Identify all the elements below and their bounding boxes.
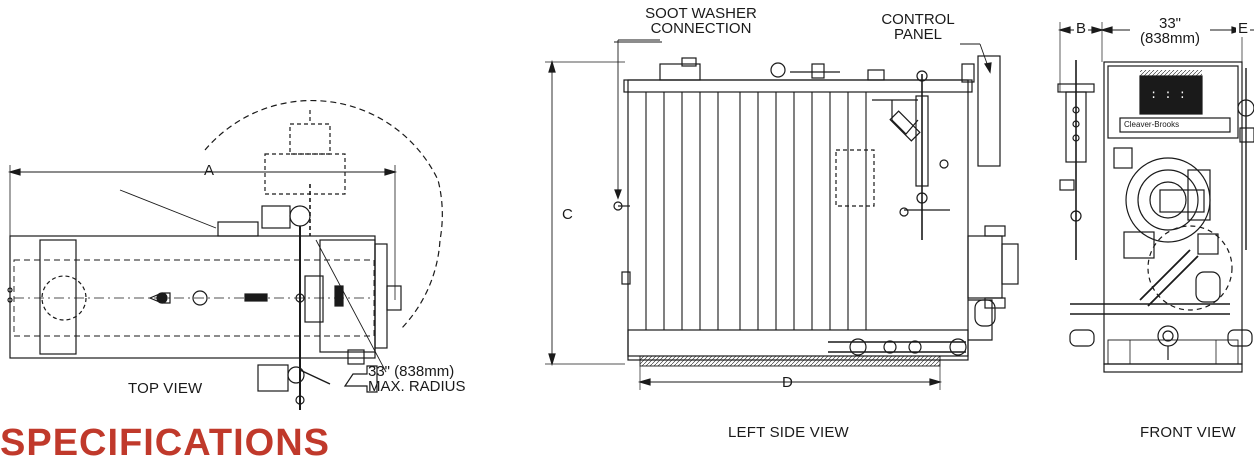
- max-radius-callout: 33" (838mm) MAX. RADIUS: [368, 364, 466, 394]
- control-display: [1139, 75, 1203, 115]
- front-view-label: FRONT VIEW: [1140, 424, 1236, 441]
- max-radius-arc: [204, 99, 443, 331]
- front-view-drawing: [1057, 22, 1254, 373]
- width-inches: 33": [1158, 15, 1181, 32]
- control-panel-callout: CONTROL PANEL: [878, 12, 958, 42]
- soot-washer-line1: SOOT WASHER: [645, 5, 757, 22]
- top-view-label: TOP VIEW: [128, 380, 203, 397]
- control-panel-line1: CONTROL: [881, 11, 955, 28]
- dimension-c-label: C: [562, 206, 573, 223]
- soot-washer-callout: SOOT WASHER CONNECTION: [636, 6, 766, 36]
- specifications-heading: SPECIFICATIONS: [0, 422, 330, 464]
- left-side-view-label: LEFT SIDE VIEW: [728, 424, 849, 441]
- dimension-e-label: E: [1236, 20, 1251, 37]
- boiler-dimension-drawing: [7, 22, 1254, 410]
- control-display-readout: : : :: [1150, 88, 1187, 102]
- max-radius-line2: MAX. RADIUS: [368, 378, 466, 395]
- dimension-a-label: A: [204, 162, 215, 179]
- max-radius-line1: 33" (838mm): [368, 363, 455, 380]
- control-panel-line2: PANEL: [893, 26, 943, 43]
- soot-washer-line2: CONNECTION: [650, 20, 752, 37]
- left-side-view-drawing: [545, 39, 1019, 390]
- top-view-drawing: [7, 99, 443, 410]
- width-millimeters: (838mm): [1139, 30, 1200, 47]
- brand-nameplate: Cleaver-Brooks: [1124, 120, 1180, 129]
- dimension-d-label: D: [782, 374, 793, 391]
- width-dimension-callout: 33" (838mm): [1130, 16, 1210, 46]
- dimension-b-label: B: [1074, 20, 1089, 37]
